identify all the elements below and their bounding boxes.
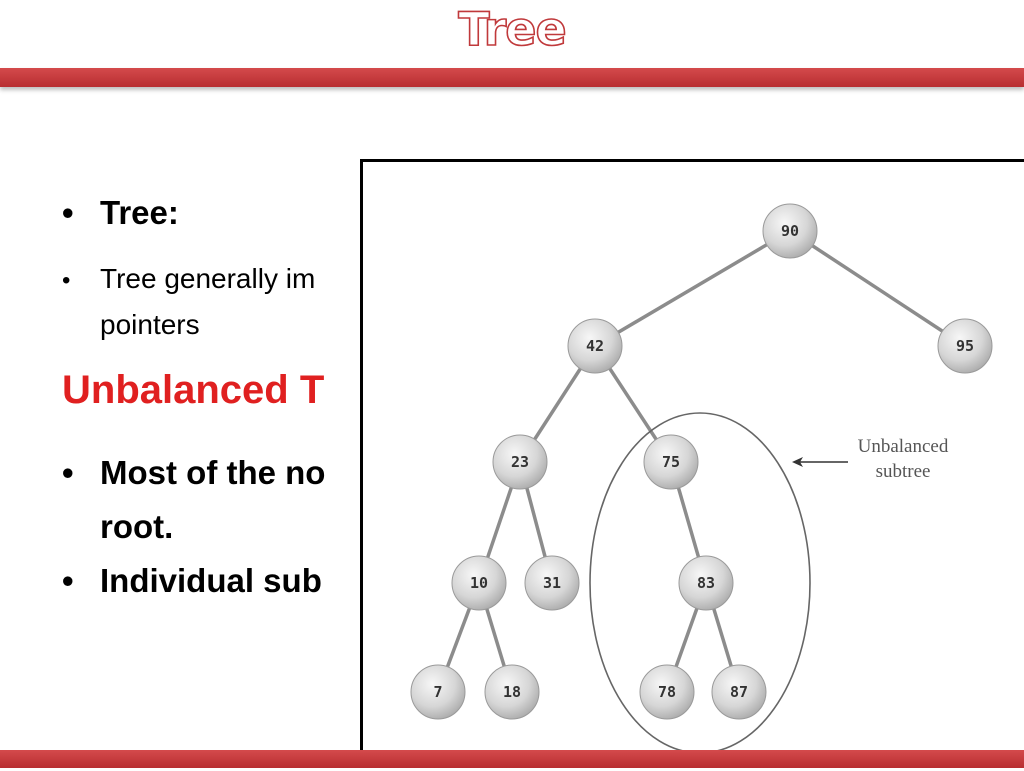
bullet-generally-text: Tree generally im pointers	[100, 256, 315, 348]
bullet-most-line1: Most of the no	[100, 454, 326, 491]
node-label: 95	[956, 337, 974, 355]
annotation-line2: subtree	[876, 461, 931, 482]
bullet-most-line2: root.	[100, 508, 174, 545]
tree-node: 10	[451, 555, 507, 611]
top-accent-bar	[0, 68, 1024, 87]
edge-90-95	[789, 229, 966, 348]
slide-title: Tree	[457, 1, 567, 57]
tree-node: 90	[762, 203, 818, 259]
node-label: 90	[781, 222, 799, 240]
tree-node: 7	[410, 664, 466, 720]
tree-node: 23	[492, 434, 548, 490]
tree-node: 42	[567, 318, 623, 374]
section-heading: Unbalanced T	[62, 368, 325, 412]
annotation-arrow-head	[792, 457, 803, 467]
bullet-generally-line1: Tree generally im	[100, 263, 316, 294]
node-label: 31	[543, 574, 561, 592]
tree-node: 31	[524, 555, 580, 611]
bullet-dot: •	[62, 194, 74, 231]
tree-diagram-svg: 90 42 95 23 75 10	[410, 203, 993, 754]
node-label: 75	[662, 453, 680, 471]
edge-90-42	[594, 229, 791, 348]
tree-nodes: 90 42 95 23 75 10	[410, 203, 993, 720]
bullet-dot: •	[62, 562, 74, 599]
tree-diagram: 90 42 95 23 75 10	[360, 159, 1024, 765]
bullet-dot: •	[62, 454, 74, 491]
annotation: Unbalanced subtree	[792, 436, 949, 482]
tree-node: 18	[484, 664, 540, 720]
node-label: 87	[730, 683, 748, 701]
node-label: 42	[586, 337, 604, 355]
tree-node: 87	[711, 664, 767, 720]
tree-node: 78	[639, 664, 695, 720]
node-label: 18	[503, 683, 521, 701]
tree-node: 83	[678, 555, 734, 611]
node-label: 10	[470, 574, 488, 592]
annotation-line1: Unbalanced	[858, 436, 949, 457]
node-label: 23	[511, 453, 529, 471]
tree-node: 95	[937, 318, 993, 374]
bullet-tree-label: Tree:	[100, 194, 179, 231]
bullet-most-text: Most of the no root.	[100, 446, 325, 554]
tree-node: 75	[643, 434, 699, 490]
bullet-individual-text: Individual sub	[100, 562, 322, 599]
node-label: 7	[433, 683, 442, 701]
bullet-dot: •	[62, 267, 71, 294]
bottom-accent-bar	[0, 750, 1024, 768]
bullet-generally-line2: pointers	[100, 309, 200, 340]
node-label: 83	[697, 574, 715, 592]
node-label: 78	[658, 683, 676, 701]
